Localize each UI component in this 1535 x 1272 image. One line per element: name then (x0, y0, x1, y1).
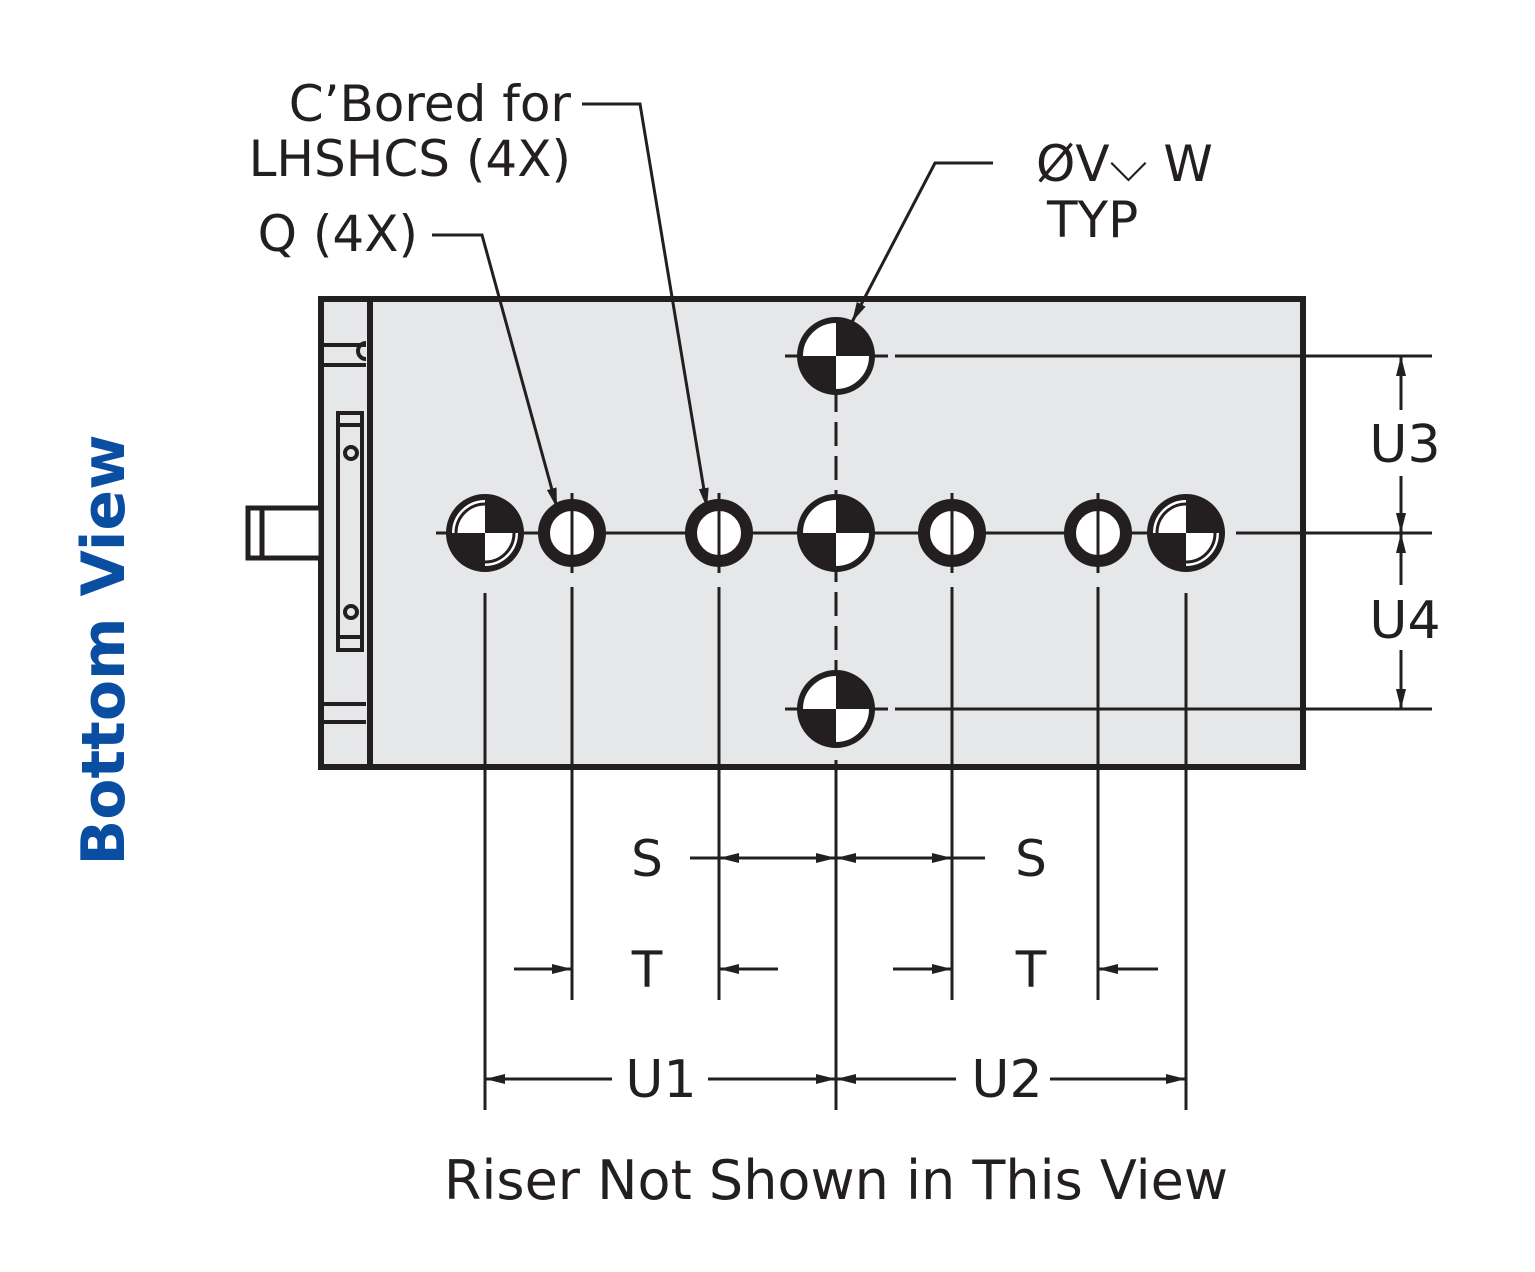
cbore-hole (685, 493, 753, 573)
dim-label-u3: U3 (1369, 415, 1440, 475)
threaded-hole-right (1147, 494, 1225, 572)
dim-label-t-right: T (1015, 941, 1047, 999)
dim-label-s-left: S (631, 830, 663, 888)
caption: Riser Not Shown in This View (444, 1149, 1228, 1212)
cbore-hole (538, 493, 606, 573)
end-cap-detail (321, 341, 367, 724)
dowel-hole-top (797, 317, 875, 395)
cbore-hole (918, 493, 986, 573)
callout-v-line2: TYP (1046, 191, 1138, 249)
callout-cbored-line1: C’Bored for (289, 75, 572, 133)
dowel-hole-center (797, 494, 875, 572)
callout-leaders (432, 102, 993, 509)
callout-v-line1: ØV⌵ W (1036, 135, 1213, 193)
dim-label-u4: U4 (1369, 591, 1440, 651)
callout-cbored-line2: LHSHCS (4X) (249, 130, 571, 188)
view-title: Bottom View (69, 434, 139, 865)
dim-label-u1: U1 (625, 1050, 696, 1110)
dim-label-t-left: T (631, 941, 663, 999)
dowel-hole-bottom (797, 670, 875, 748)
dim-label-s-right: S (1015, 830, 1047, 888)
motor-shaft-stub (245, 505, 324, 561)
callout-q: Q (4X) (258, 205, 418, 263)
cbore-hole (1064, 493, 1132, 573)
extension-lines (483, 354, 1432, 1110)
threaded-hole-left (446, 494, 524, 572)
dim-label-u2: U2 (971, 1050, 1042, 1110)
